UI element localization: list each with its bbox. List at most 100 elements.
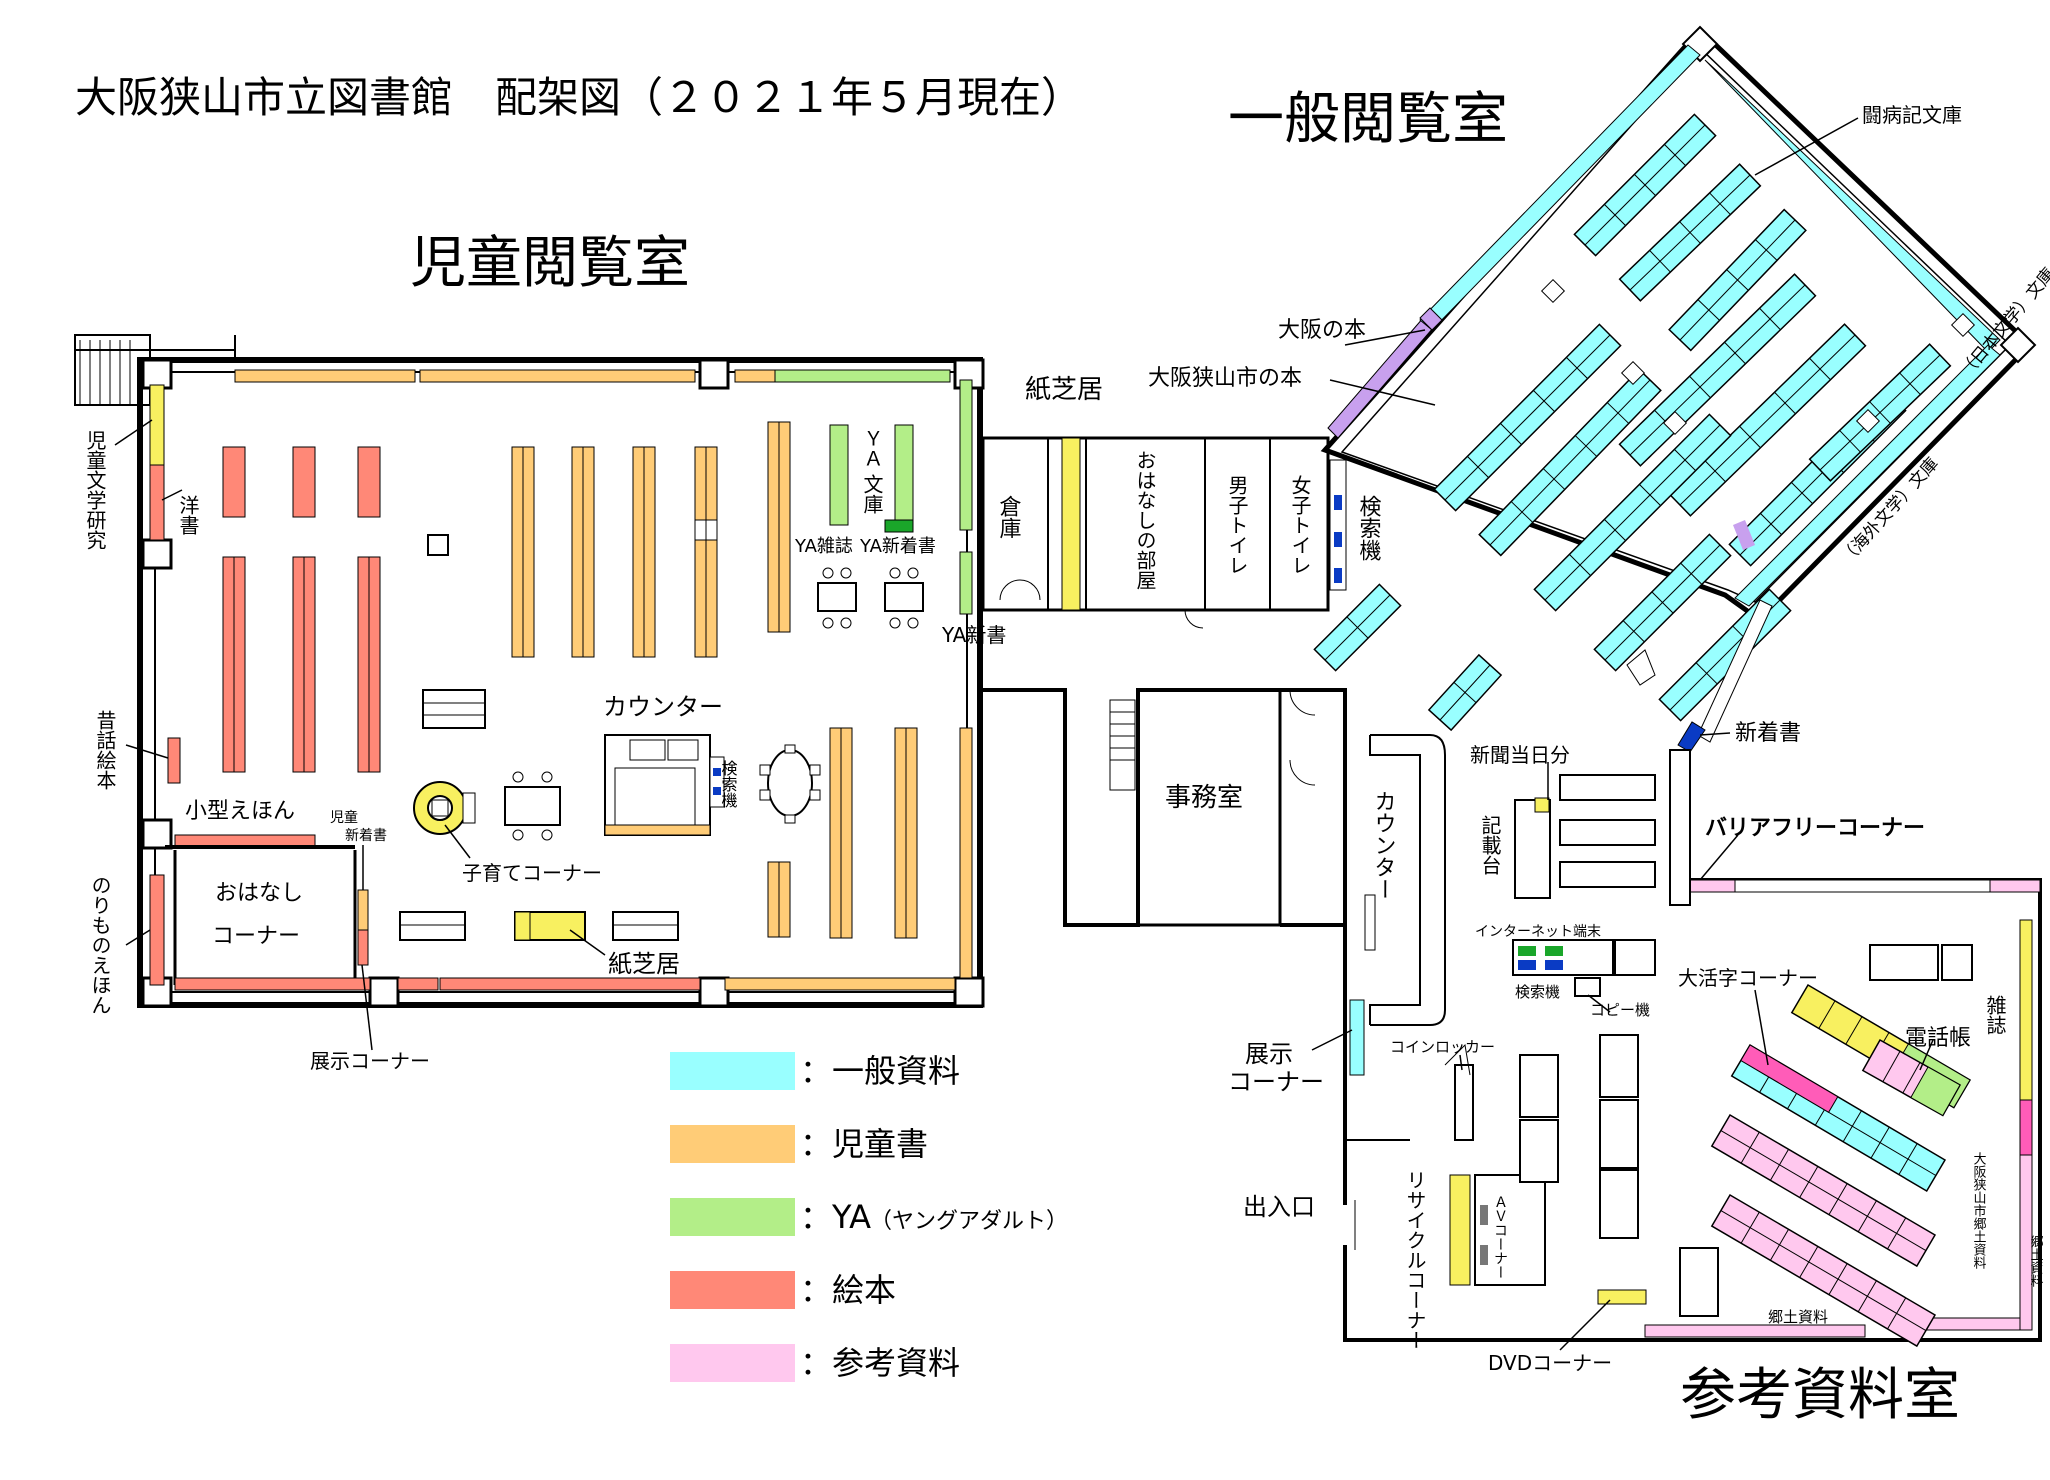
shelf-jidou-bungaku (149, 384, 165, 466)
label-jidou-shinchaku-1: 児童 (330, 809, 358, 826)
label-daikatsuji: 大活字コーナー (1678, 966, 1818, 990)
label-tenji-main-1: 展示 (1245, 1040, 1293, 1068)
label-female-toilet: 女子トイレ (1288, 475, 1312, 575)
label-kamishibai-children: 紙芝居 (608, 950, 680, 978)
label-copy: コピー機 (1590, 1001, 1650, 1019)
center-block (981, 436, 1347, 927)
label-jidou-bungaku: 児童文学研究 (83, 430, 107, 550)
label-norimono: のりものえほん (88, 875, 112, 1015)
shelf-kyodo (1644, 1324, 1866, 1338)
label-av: ＡＶコーナー (1492, 1195, 1508, 1279)
legend-swatch-general (670, 1052, 795, 1090)
general-room (1313, 25, 2037, 753)
stairs-center (1109, 699, 1136, 791)
leader-lines (114, 117, 1934, 1351)
label-yousho: 洋書 (176, 495, 200, 535)
label-ya-bunko-1: ＹＡ (860, 428, 884, 468)
shelves-picture-books (222, 446, 381, 773)
label-shinbun-today: 新聞当日分 (1470, 743, 1570, 767)
label-ohanashi-room: おはなしの部屋 (1133, 450, 1157, 590)
room-title-children: 児童閲覧室 (410, 231, 690, 296)
label-kamishibai-top: 紙芝居 (1025, 375, 1103, 405)
label-tobyo: 闘病記文庫 (1862, 103, 1962, 127)
label-kosodate: 子育てコーナー (462, 861, 602, 885)
label-zasshi: 雑誌 (1983, 995, 2007, 1035)
legend-swatch-reference (670, 1344, 795, 1382)
label-search-terminal: 検索機 (1356, 495, 1382, 561)
reference-room (1342, 690, 2042, 1348)
shelf-ya-new (959, 551, 973, 615)
label-denwacho: 電話帳 (1905, 1026, 1971, 1051)
legend-label-picture: ：絵本 (800, 1271, 896, 1309)
label-kensaku-children: 検索機 (719, 760, 738, 809)
label-ohanashi-corner-1: おはなし (215, 881, 303, 906)
shelf-norimono (149, 874, 165, 986)
label-soko: 倉庫 (996, 495, 1022, 539)
label-dvd: DVDコーナー (1488, 1351, 1612, 1375)
label-ohanashi-corner-2: コーナー (212, 924, 300, 949)
legend-swatch-ya (670, 1198, 795, 1236)
label-kyodo-side: 郷土資料 (2028, 1235, 2044, 1287)
shelf-children-bottom (174, 977, 956, 991)
shelves-children-books (511, 421, 791, 658)
counter-children (604, 734, 725, 836)
legend-label-ya: ：YA (800, 1198, 871, 1236)
label-osakasayama-kyodo: 大阪狭山市郷土資料 (1971, 1152, 1987, 1269)
label-counter-main: カウンター (1371, 790, 1396, 900)
label-osakasayama-books: 大阪狭山市の本 (1148, 366, 1302, 391)
tables-bottom-children (399, 911, 679, 941)
tables-children (422, 534, 924, 841)
shelf-mukashi (167, 737, 181, 784)
label-kensaku-main: 検索機 (1515, 983, 1560, 1001)
label-barrier-free: バリアフリーコーナー (1705, 816, 1925, 841)
label-kyodo: 郷土資料 (1768, 1308, 1828, 1326)
label-osaka-books: 大阪の本 (1278, 318, 1366, 343)
legend-swatch-children (670, 1125, 795, 1163)
label-kisaidai: 記載台 (1478, 815, 1502, 875)
label-coin-locker: コインロッカー (1390, 1038, 1495, 1056)
legend-label-reference: ：参考資料 (800, 1344, 960, 1382)
legend-label-children: ：児童書 (800, 1125, 928, 1163)
legend-label-general: ：一般資料 (800, 1052, 960, 1090)
shelf-zasshi (2019, 919, 2033, 1101)
label-counter-children: カウンター (603, 693, 723, 721)
label-ya-shinsho: YA新書 (941, 623, 1006, 647)
map-title: 大阪狭山市立図書館 配架図（２０２１年５月現在） (75, 73, 1083, 122)
label-kaigai-bungaku: （海外文学）文庫 (1837, 454, 1943, 568)
kamishibai-shelf-top (1061, 437, 1081, 611)
label-jidou-shinchaku-2: 新着書 (345, 828, 387, 844)
children-room (74, 334, 985, 1008)
shelves-ya-bunko (829, 424, 914, 533)
label-male-toilet: 男子トイレ (1225, 475, 1249, 575)
shelf-children-top (234, 369, 951, 383)
label-internet: インターネット端末 (1475, 924, 1601, 940)
shelves-general-books (1313, 113, 1952, 732)
label-ya-bunko-2: 文庫 (860, 474, 884, 514)
label-recycle: リサイクルコーナー (1403, 1170, 1427, 1350)
shelf-jidou-shinchaku (357, 889, 369, 931)
shelf-general-north-wall (1704, 59, 2001, 353)
shelves-reference (1710, 983, 1972, 1348)
legend-swatch-picture (670, 1271, 795, 1309)
tables-reference (1519, 944, 1973, 1317)
label-new-arrivals: 新着書 (1735, 721, 1801, 746)
kosodate-corner (413, 781, 476, 835)
room-title-general: 一般閲覧室 (1228, 87, 1508, 152)
label-tenji-children: 展示コーナー (310, 1049, 430, 1073)
room-title-reference: 参考資料室 (1680, 1363, 1960, 1428)
stairs (74, 334, 236, 406)
shelf-yousho (149, 464, 165, 541)
shelves-children-lower (767, 727, 973, 979)
label-mukashi: 昔話絵本 (93, 710, 117, 790)
label-tenji-main-2: コーナー (1228, 1068, 1324, 1096)
legend: ：一般資料 ：児童書 ：YA（ヤングアダルト） ：絵本 ：参考資料 (670, 1052, 1068, 1382)
shelf-ya-wall (959, 379, 973, 531)
label-kogata: 小型えほん (185, 799, 295, 824)
tenji-shelf-ref (1349, 999, 1365, 1076)
label-ya-zasshi: YA雑誌 (794, 536, 853, 557)
legend-sub-ya: （ヤングアダルト） (870, 1209, 1068, 1234)
label-entrance: 出入口 (1243, 1193, 1315, 1221)
label-ya-shinchaku: YA新着書 (859, 536, 936, 557)
label-jimushitsu: 事務室 (1165, 783, 1243, 813)
